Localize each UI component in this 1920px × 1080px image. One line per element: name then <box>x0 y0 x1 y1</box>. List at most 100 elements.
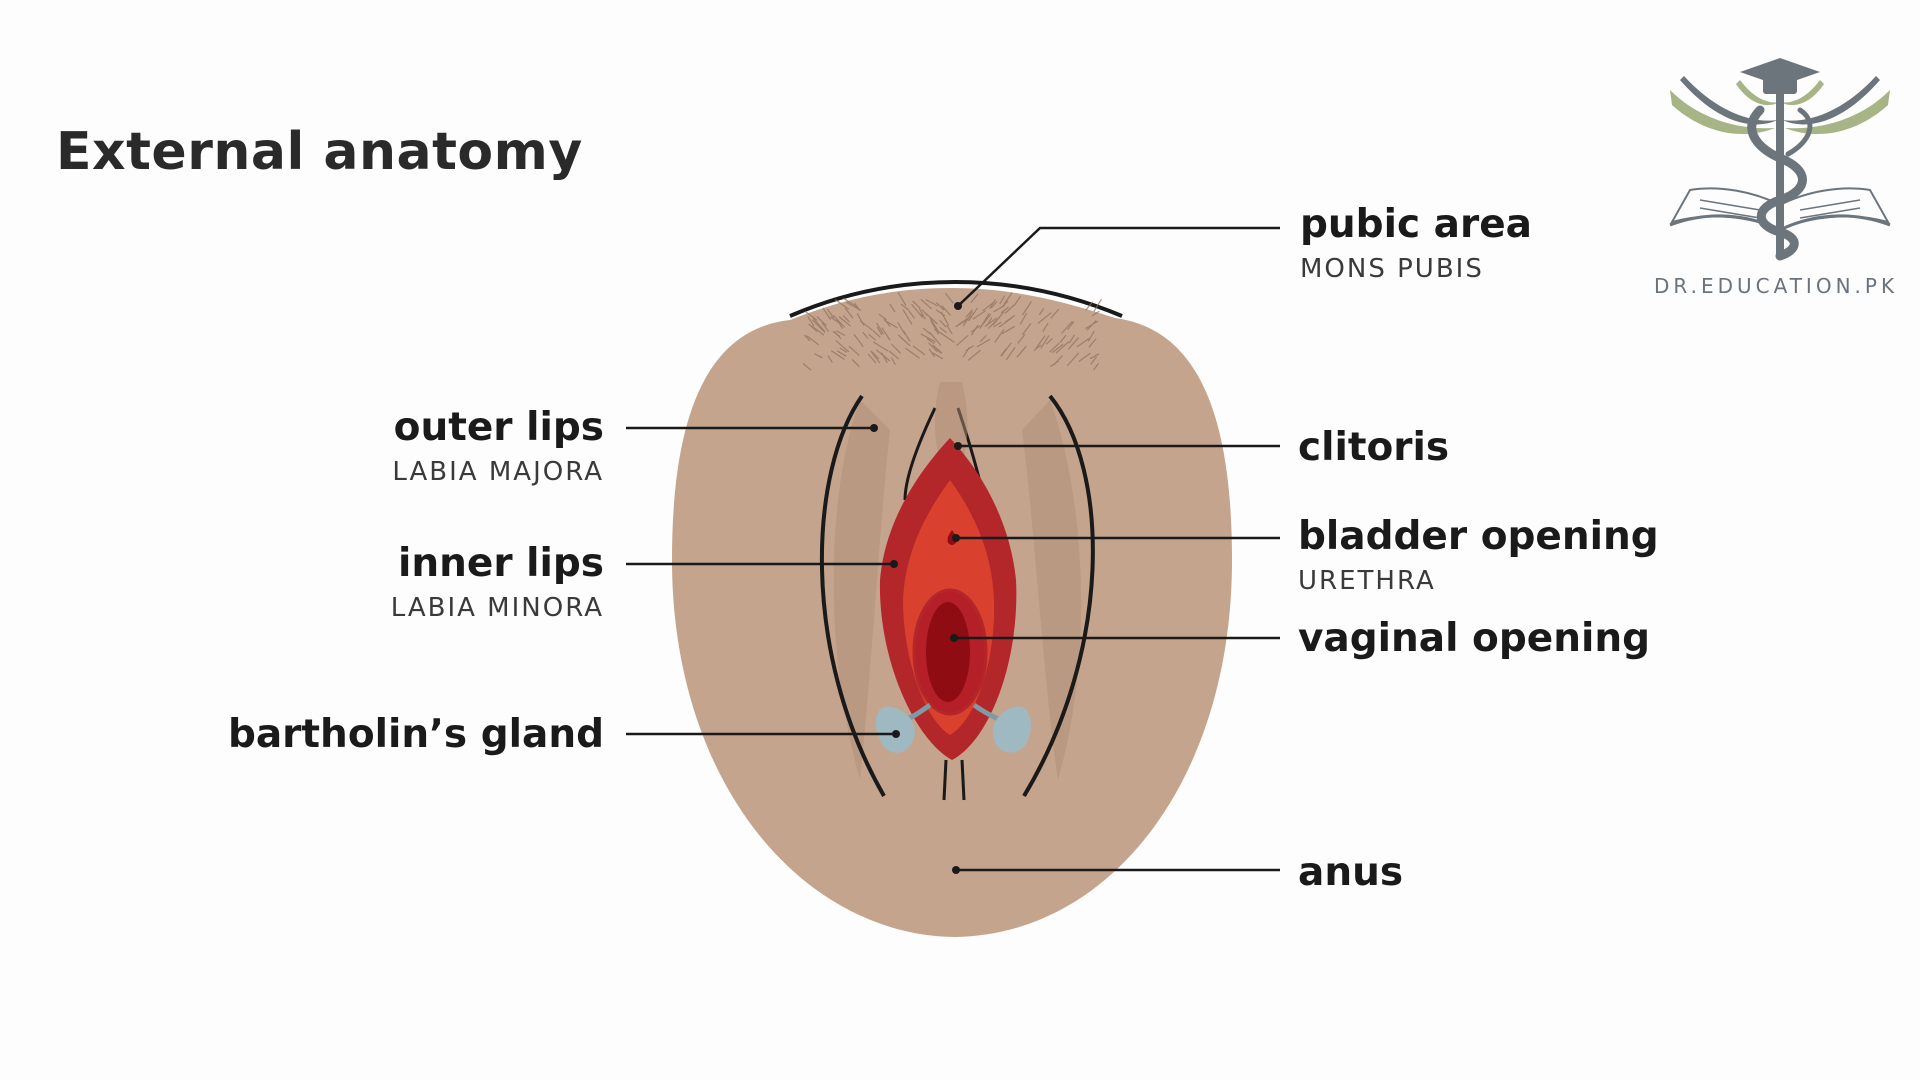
hair-stroke <box>872 330 881 338</box>
hair-stroke <box>1021 301 1032 316</box>
hair-stroke <box>932 352 944 360</box>
hair-stroke <box>957 315 972 326</box>
hair-stroke <box>1040 335 1050 349</box>
hair-stroke <box>848 345 860 356</box>
pubic-area-leader <box>957 226 1280 307</box>
hair-stroke <box>1068 334 1075 344</box>
hair-stroke <box>930 320 940 335</box>
hair-stroke <box>836 330 846 337</box>
hair-stroke <box>1067 321 1075 331</box>
hair-stroke <box>832 314 846 328</box>
hair-stroke <box>1049 342 1060 353</box>
hair-stroke <box>920 333 936 343</box>
hair-stroke <box>1003 292 1013 305</box>
bladder-opening-label: bladder opening <box>1298 514 1659 559</box>
wings-icon <box>1670 76 1890 135</box>
clitoris-leader-dot <box>954 442 962 450</box>
hair-stroke <box>1051 343 1064 354</box>
hair-stroke <box>939 319 947 328</box>
hair-stroke <box>993 304 1006 313</box>
hair-stroke <box>928 342 938 353</box>
hair-stroke <box>1001 325 1016 335</box>
hair-stroke <box>982 301 995 312</box>
hair-stroke <box>1067 337 1079 350</box>
hair-stroke <box>968 307 978 322</box>
hair-stroke <box>970 293 979 304</box>
lower-midline-left <box>942 759 948 801</box>
hair-stroke <box>970 325 981 333</box>
hair-stroke <box>1035 335 1046 349</box>
hair-stroke <box>832 330 841 337</box>
bartholin-gland-right <box>992 706 1032 753</box>
medical-education-logo-icon <box>1669 58 1891 261</box>
hair-stroke <box>900 303 909 311</box>
hair-stroke <box>941 305 952 316</box>
hair-stroke <box>806 335 819 346</box>
hair-stroke <box>970 324 979 336</box>
hair-stroke <box>962 347 970 358</box>
hair-stroke <box>1087 330 1095 342</box>
bartholins-gland-leader-dot <box>892 730 900 738</box>
hair-stroke <box>808 323 818 333</box>
hair-stroke <box>1084 320 1099 330</box>
hair-stroke <box>935 309 946 317</box>
hair-stroke <box>890 343 902 354</box>
watermark-text: DR.EDUCATION.PK <box>1654 274 1899 298</box>
hair-stroke <box>873 341 889 352</box>
hair-stroke <box>876 326 883 336</box>
graduation-cap-icon <box>1740 58 1820 94</box>
hair-stroke <box>867 353 877 364</box>
hair-stroke <box>986 317 993 326</box>
hair-stroke <box>1037 312 1052 324</box>
hair-stroke <box>802 363 812 371</box>
hair-stroke <box>1093 298 1103 312</box>
hair-stroke <box>1091 310 1100 317</box>
hair-stroke <box>834 299 850 310</box>
hair-stroke <box>929 317 940 333</box>
hair-stroke <box>965 309 973 318</box>
hair-stroke <box>1045 337 1053 345</box>
hair-stroke <box>897 334 911 347</box>
hair-stroke <box>897 322 906 335</box>
hair-stroke <box>803 334 811 342</box>
outer-lip-shadow-left <box>833 400 890 780</box>
mons-pubis-label: MONS PUBIS <box>1300 254 1484 284</box>
hair-stroke <box>876 322 885 335</box>
hair-stroke <box>1055 341 1070 354</box>
hair-stroke <box>1021 323 1032 336</box>
label-bladder-opening: bladder opening URETHRA <box>1298 514 1659 598</box>
hair-stroke <box>976 338 991 348</box>
hair-stroke <box>939 326 948 334</box>
hair-stroke <box>830 350 845 361</box>
urethra-label: URETHRA <box>1298 566 1436 596</box>
hair-stroke <box>835 339 850 353</box>
hair-stroke <box>816 315 827 327</box>
bladder-opening-leader-dot <box>952 534 960 542</box>
label-pubic-area: pubic area MONS PUBIS <box>1300 202 1532 286</box>
hair-stroke <box>989 298 997 310</box>
hair-stroke <box>812 317 826 332</box>
outer-lip-right <box>1022 394 1095 798</box>
hair-stroke <box>821 322 830 332</box>
outer-lips-label: outer lips <box>393 405 604 450</box>
hair-stroke <box>1017 333 1026 344</box>
anus-label: anus <box>1298 850 1404 895</box>
hair-stroke <box>1000 348 1007 357</box>
hair-stroke <box>929 331 942 346</box>
hair-stroke <box>911 303 924 318</box>
label-vaginal-opening: vaginal opening <box>1298 616 1650 662</box>
hair-stroke <box>919 312 926 320</box>
page-title: External anatomy <box>56 122 583 182</box>
hair-stroke <box>987 316 1001 330</box>
hair-stroke <box>1033 344 1042 351</box>
hair-stroke <box>856 313 865 326</box>
hair-stroke <box>1090 356 1098 365</box>
hair-stroke <box>862 331 869 339</box>
caduceus-icon <box>1747 90 1813 261</box>
hair-stroke <box>838 316 852 327</box>
hair-stroke <box>993 321 1002 328</box>
hair-stroke <box>972 310 987 320</box>
hair-stroke <box>1088 338 1097 348</box>
label-bartholins-gland: bartholin’s gland <box>228 712 604 758</box>
